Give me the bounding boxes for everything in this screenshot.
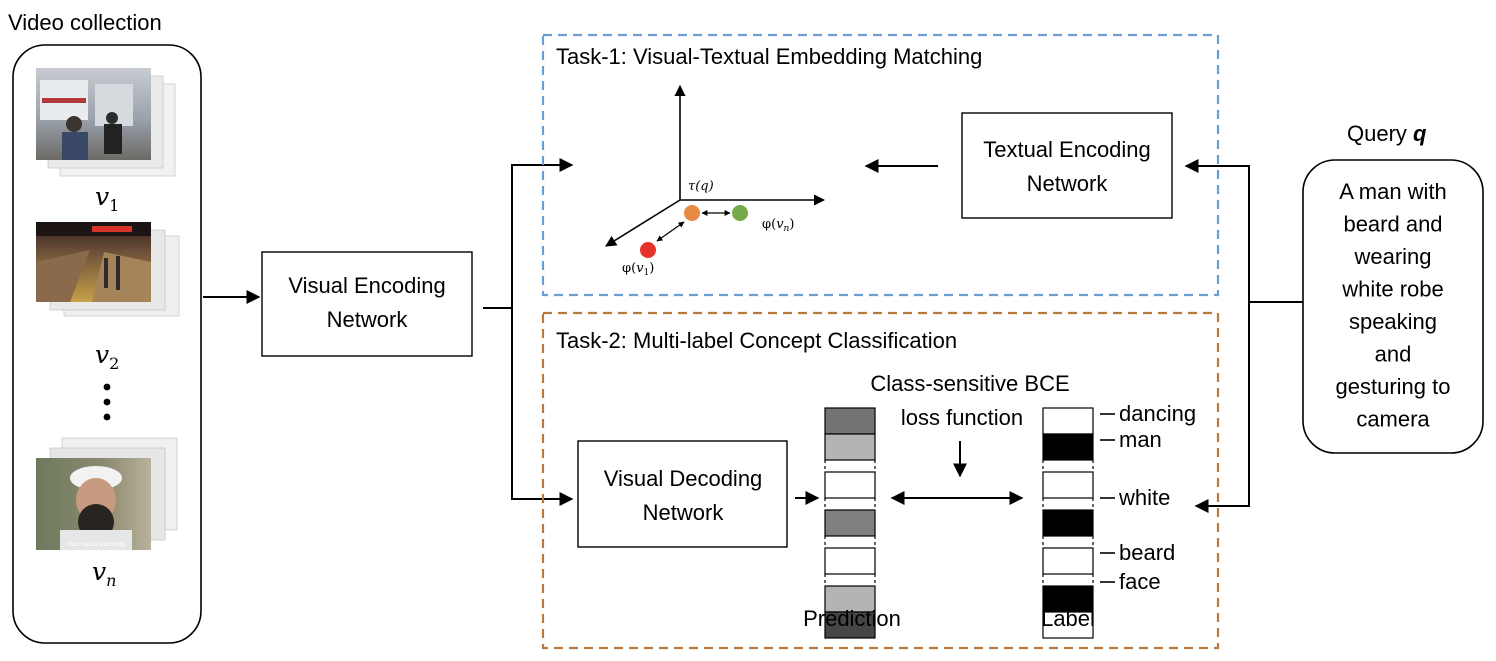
concept-tag: dancing [1119,401,1196,426]
query-line: A man with [1339,179,1447,204]
label-cell [1042,407,1094,435]
label-cell [1042,547,1094,575]
query-line: camera [1356,407,1430,432]
visual-decoding-line2: Network [643,500,725,525]
label-cell [1042,471,1094,499]
label-cell [1042,611,1094,639]
video-label-2: v2 [95,340,119,373]
textual-encoding-line1: Textual Encoding [983,137,1151,162]
ellipsis-dot-1 [103,383,111,391]
tau-q-label: τ(q) [688,179,714,194]
query-line: beard and [1343,212,1442,237]
task1-title: Task-1: Visual-Textual Embedding Matchin… [556,44,982,69]
phi-v1-label: φ(v1) [622,261,654,278]
visual-encoding-line2: Network [327,307,409,332]
phi-vn-label: φ(vn) [762,217,794,234]
prediction-vector [824,407,876,639]
query-line: gesturing to [1336,374,1451,399]
textual-encoding-network-box [961,112,1173,219]
video-label-1: v1 [95,182,119,215]
label-vector [1042,407,1094,639]
prediction-cell [824,547,876,575]
concept-tag: white [1118,485,1170,510]
visual-decoding-network-box [577,440,788,548]
bce-line1: Class-sensitive BCE [870,371,1069,396]
visual-decoding-line1: Visual Decoding [604,466,763,491]
video-1-embedding-dot [640,242,656,258]
label-cell [1042,433,1094,461]
distance-arrow-v1 [656,221,685,242]
query-embedding-dot [684,205,700,221]
query-line: and [1375,342,1412,367]
video-thumbnail-1 [36,68,176,177]
query-panel [1302,159,1484,454]
visual-encoding-network-box [261,251,473,357]
label-label: Label [1041,606,1095,631]
textual-encoding-line2: Network [1027,171,1109,196]
video-n-embedding-dot [732,205,748,221]
label-cell [1042,509,1094,537]
embedding-axis-depth [605,199,681,247]
concept-tag: beard [1119,540,1175,565]
svg-text:man we do slamming: man we do slamming [68,542,125,548]
ellipsis-dot-3 [103,413,111,421]
query-line: wearing [1353,244,1431,269]
prediction-cell [824,471,876,499]
query-title: Query q [1347,121,1427,146]
video-thumbnail-n: man we do slamming [36,437,178,550]
video-label-n: vn [92,557,116,590]
query-text: A man with beard and wearing white robe spea… [1336,179,1451,432]
ellipsis-dot-2 [103,398,111,406]
prediction-cell [824,407,876,435]
visual-encoding-line1: Visual Encoding [288,273,445,298]
bce-line2: loss function [901,405,1023,430]
prediction-cell [824,433,876,461]
prediction-cell [824,585,876,613]
task2-panel [541,311,1220,650]
query-line: white robe [1341,277,1444,302]
concept-tag: face [1119,569,1161,594]
task1-panel [541,33,1220,297]
video-collection-panel [12,44,202,644]
task2-title: Task-2: Multi-label Concept Classificati… [556,328,957,353]
video-thumbnail-2 [36,222,180,317]
query-line: speaking [1349,309,1437,334]
video-collection-title: Video collection [8,10,162,35]
concept-tag: man [1119,427,1162,452]
prediction-cell [824,611,876,639]
prediction-label: Prediction [803,606,901,631]
prediction-cell [824,509,876,537]
